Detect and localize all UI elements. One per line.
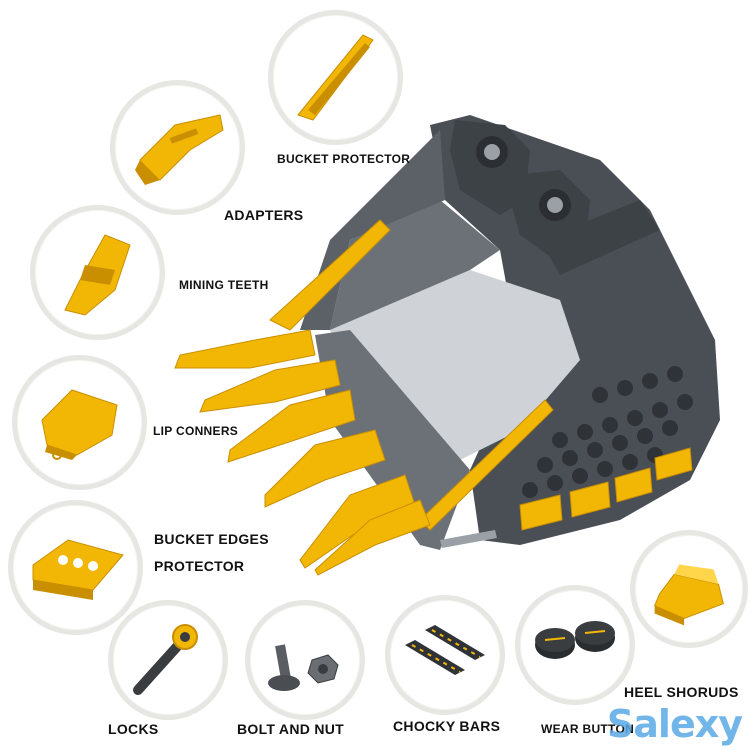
label-wear-button: WEAR BUTTON bbox=[541, 722, 635, 736]
bucket-inner-floor bbox=[330, 270, 580, 470]
bucket-cutting-edge bbox=[315, 330, 470, 550]
label-adapters: ADAPTERS bbox=[224, 207, 304, 223]
adapter-icon bbox=[135, 114, 224, 185]
heel-shrouds-on-bucket bbox=[519, 447, 693, 531]
bucket-protector-circle[interactable] bbox=[268, 10, 403, 145]
edge-protector-icon bbox=[32, 539, 124, 600]
bucket-protector-icon bbox=[297, 34, 374, 121]
wear-button-icon bbox=[535, 621, 615, 659]
bolt-and-nut-icon bbox=[268, 644, 339, 691]
lip-corner-icon bbox=[41, 389, 118, 460]
bucket-inner-shade bbox=[330, 200, 500, 330]
locks-circle[interactable] bbox=[108, 600, 228, 720]
bucket-pin-left bbox=[476, 136, 508, 168]
bucket-back-plate bbox=[430, 115, 720, 545]
bucket-side-protector-right bbox=[419, 399, 554, 531]
chocky-bars-circle[interactable] bbox=[385, 595, 505, 715]
chocky-bars-icon bbox=[405, 625, 485, 675]
lock-pin-icon bbox=[133, 624, 198, 695]
adapters-circle[interactable] bbox=[110, 80, 245, 215]
label-locks: LOCKS bbox=[108, 721, 159, 737]
mining-tooth-icon bbox=[64, 234, 131, 316]
bolt-and-nut-circle[interactable] bbox=[245, 600, 365, 720]
wear-button-grid bbox=[522, 366, 693, 498]
bucket-side-protector bbox=[269, 219, 391, 331]
label-heel-shrouds: HEEL SHORUDS bbox=[624, 684, 739, 700]
label-lip-conners: LIP CONNERS bbox=[153, 424, 239, 438]
bucket-lug-right bbox=[510, 170, 590, 260]
label-bucket-protector: BUCKET PROTECTOR bbox=[277, 152, 411, 166]
salexy-watermark: Salexy bbox=[606, 702, 743, 746]
lip-conners-circle[interactable] bbox=[12, 355, 147, 490]
label-bucket-edges-line2: PROTECTOR bbox=[154, 558, 245, 574]
wear-button-circle[interactable] bbox=[515, 585, 635, 705]
heel-shroud-icon bbox=[653, 564, 724, 626]
bucket-lug-left bbox=[450, 120, 530, 215]
bucket-pin-right bbox=[539, 189, 571, 221]
bucket-edges-protector-circle[interactable] bbox=[8, 500, 143, 635]
label-bucket-edges-line1: BUCKET EDGES bbox=[154, 531, 269, 547]
heel-shrouds-circle[interactable] bbox=[630, 530, 748, 648]
chocky-bar-on-bucket bbox=[440, 530, 497, 548]
label-chocky-bars: CHOCKY BARS bbox=[393, 718, 501, 734]
label-mining-teeth: MINING TEETH bbox=[179, 278, 269, 292]
label-bolt-and-nut: BOLT AND NUT bbox=[237, 721, 345, 737]
bucket-cross-bar bbox=[540, 200, 660, 275]
mining-teeth-circle[interactable] bbox=[30, 205, 165, 340]
